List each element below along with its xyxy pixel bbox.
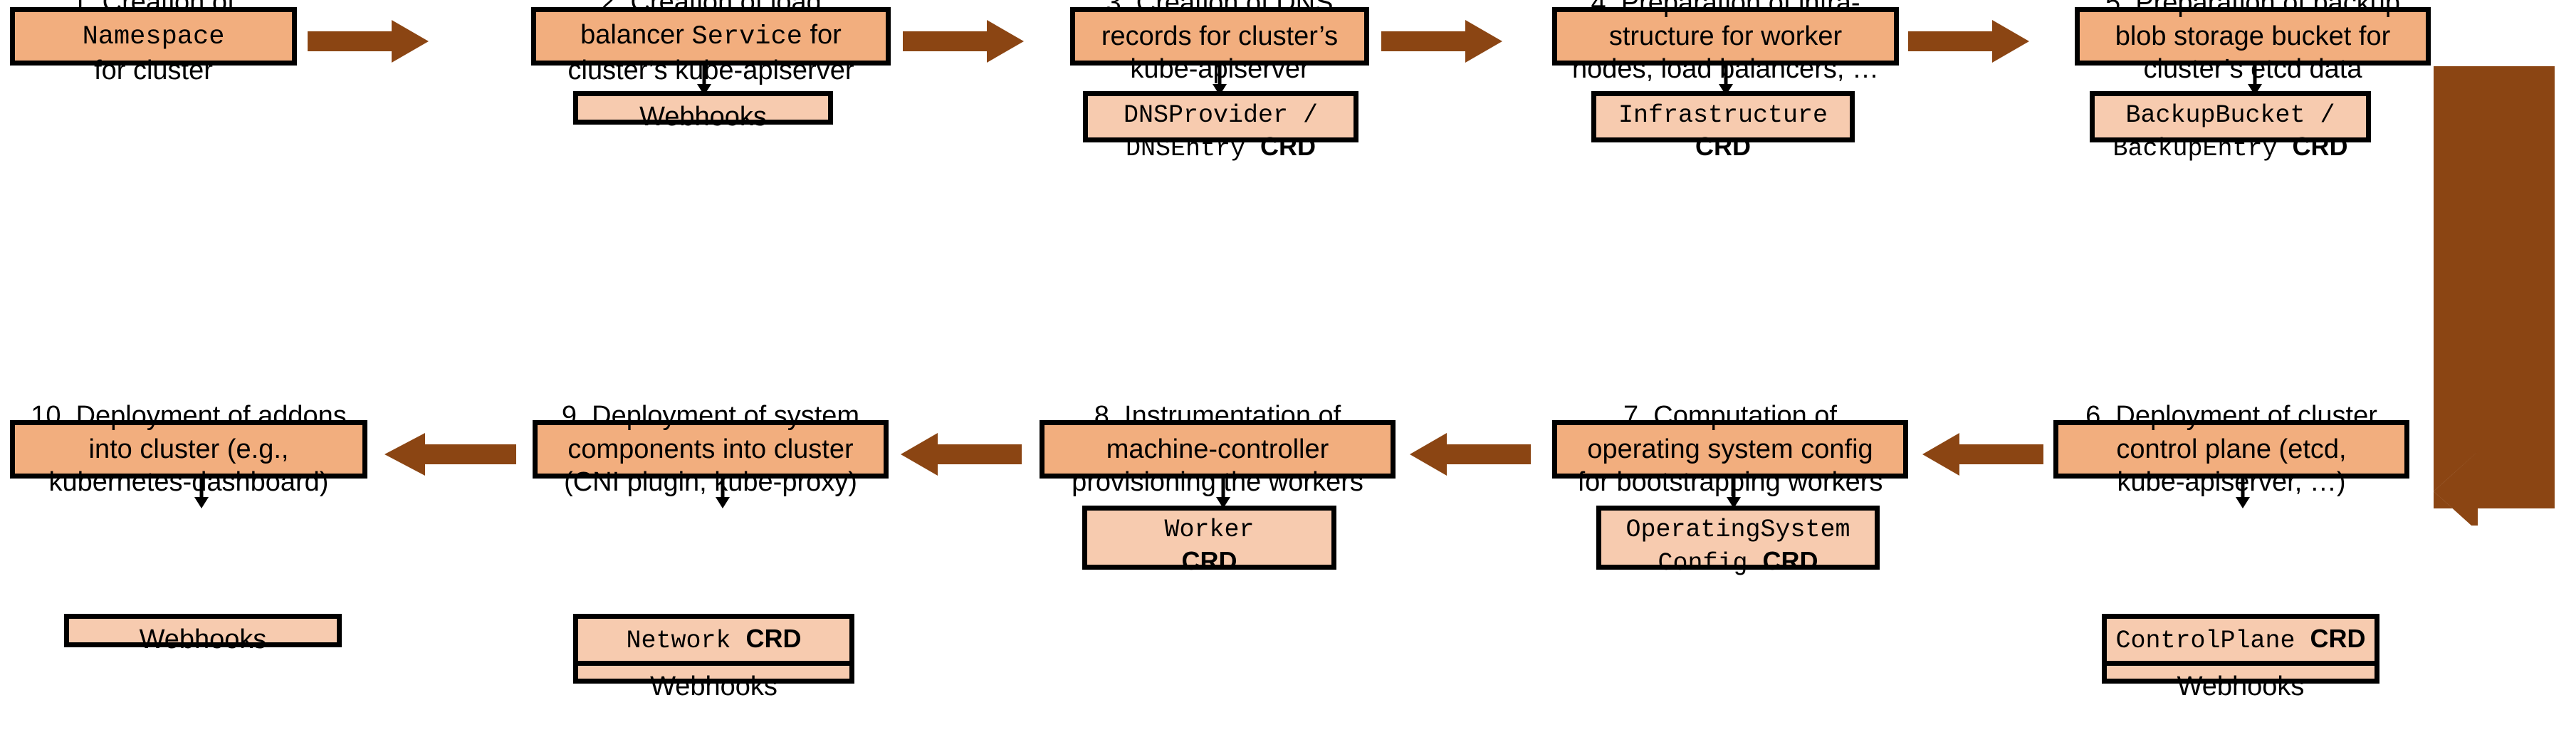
arrow-right-icon-3-to-4 xyxy=(1381,20,1502,63)
connector-step-9-to-crd xyxy=(712,479,733,508)
artifact-backup-crd-suffix: CRD xyxy=(2292,131,2348,161)
artifact-infrastructure-line-1: Infrastructure xyxy=(1618,101,1828,130)
connector-step-5-to-crd xyxy=(2244,66,2266,95)
artifact-osc-line-1: OperatingSystem xyxy=(1625,516,1850,544)
artifact-backup-crd-label: BackupBucket / BackupEntry CRD xyxy=(2112,100,2347,164)
step-2-line-2a: balancer xyxy=(580,20,692,51)
connector-step-7-to-crd xyxy=(1723,479,1744,508)
artifact-row-network-crd: Network CRD xyxy=(578,619,849,661)
connector-step-8-to-crd xyxy=(1213,479,1234,508)
artifact-webhooks-10-label: Webhooks xyxy=(139,625,267,654)
arrow-right-icon-4-to-5 xyxy=(1908,20,2029,63)
artifact-row-webhooks: Webhooks xyxy=(578,96,828,137)
artifact-network-crd-label: Network CRD xyxy=(626,623,801,657)
step-10-text: 10. Deployment of addons into cluster (e… xyxy=(31,401,347,498)
artifact-network-webhooks-label: Webhooks xyxy=(650,671,777,701)
artifact-infrastructure-crd-suffix: CRD xyxy=(1695,131,1751,161)
artifact-row-backup-crd: BackupBucket / BackupEntry CRD xyxy=(2095,96,2366,168)
connector-step-10-to-webhooks xyxy=(191,479,212,508)
artifact-dns-crd-label: DNSProvider / DNSEntry CRD xyxy=(1124,100,1318,164)
connector-step-3-to-crd xyxy=(1209,66,1230,95)
step-9-text: 9. Deployment of system components into … xyxy=(561,401,860,498)
artifact-controlplane-crd-label: ControlPlane CRD xyxy=(2115,623,2365,657)
step-box-6[interactable]: 6. Deployment of cluster control plane (… xyxy=(2053,401,2409,497)
step-box-3[interactable]: 3. Creation of DNS records for cluster’s… xyxy=(1070,0,1369,84)
arrow-elbow-icon-5-to-6 xyxy=(2434,27,2576,526)
artifact-osc-crd-suffix: CRD xyxy=(1762,545,1818,575)
step-box-8[interactable]: 8. Instrumentation of machine-controller… xyxy=(1040,401,1396,497)
artifact-box-dns-crd[interactable]: DNSProvider / DNSEntry CRD xyxy=(1083,91,1358,163)
artifact-network-crd-suffix: CRD xyxy=(745,624,802,653)
artifact-webhooks-label: Webhooks xyxy=(639,102,767,132)
artifact-network-line-1a: Network xyxy=(626,627,746,655)
artifact-dns-crd-line-2a: DNSEntry xyxy=(1125,134,1260,163)
artifact-backup-line-2a: BackupEntry xyxy=(2112,134,2293,163)
artifact-worker-line-1: Worker xyxy=(1164,516,1255,544)
artifact-row-controlplane-crd: ControlPlane CRD xyxy=(2107,619,2375,661)
step-box-7[interactable]: 7. Computation of operating system confi… xyxy=(1552,401,1908,497)
arrow-left-icon-8-to-9 xyxy=(901,433,1022,476)
step-box-9[interactable]: 9. Deployment of system components into … xyxy=(533,401,889,497)
step-1-line-1: 1. Creation of xyxy=(72,0,235,18)
step-2-line-1: 2. Creation of load xyxy=(600,0,822,18)
step-2-line-2b: Service xyxy=(691,22,802,53)
arrow-right-icon-2-to-3 xyxy=(903,20,1024,63)
artifact-box-network[interactable]: Network CRD Webhooks xyxy=(573,614,854,701)
artifact-box-webhooks-2[interactable]: Webhooks xyxy=(573,91,833,132)
arrow-left-icon-9-to-10 xyxy=(384,433,516,476)
artifact-backup-line-1: BackupBucket / xyxy=(2125,101,2335,130)
artifact-controlplane-crd-suffix: CRD xyxy=(2310,624,2366,653)
arrow-left-icon-6-to-7 xyxy=(1922,433,2043,476)
step-4-text: 4. Preparation of infra- structure for w… xyxy=(1572,0,1879,85)
step-8-text: 8. Instrumentation of machine-controller… xyxy=(1072,401,1363,498)
artifact-dns-crd-suffix: CRD xyxy=(1260,131,1316,161)
artifact-row-dns-crd: DNSProvider / DNSEntry CRD xyxy=(1088,96,1354,168)
artifact-controlplane-line-1a: ControlPlane xyxy=(2115,627,2310,655)
artifact-controlplane-webhooks-label: Webhooks xyxy=(2177,671,2305,701)
artifact-box-webhooks-10[interactable]: Webhooks xyxy=(64,614,342,654)
step-6-text: 6. Deployment of cluster control plane (… xyxy=(2085,401,2377,498)
arrow-right-icon-1-to-2 xyxy=(308,20,429,63)
artifact-box-backup-crd[interactable]: BackupBucket / BackupEntry CRD xyxy=(2090,91,2371,163)
step-7-text: 7. Computation of operating system confi… xyxy=(1577,401,1883,498)
artifact-dns-crd-line-1: DNSProvider / xyxy=(1123,101,1319,130)
step-box-5[interactable]: 5. Preparation of backup blob storage bu… xyxy=(2075,0,2431,84)
step-3-text: 3. Creation of DNS records for cluster’s… xyxy=(1101,0,1339,85)
arrow-left-icon-7-to-8 xyxy=(1410,433,1531,476)
step-1-line-3: for cluster xyxy=(94,55,213,85)
connector-step-4-to-crd xyxy=(1715,66,1737,95)
artifact-osc-line-2a: Config xyxy=(1658,548,1763,578)
step-1-line-2: Namespace xyxy=(82,22,225,53)
step-5-text: 5. Preparation of backup blob storage bu… xyxy=(2105,0,2401,85)
step-2-line-2c: for xyxy=(802,20,842,51)
connector-step-2-to-webhooks xyxy=(693,66,715,95)
step-box-10[interactable]: 10. Deployment of addons into cluster (e… xyxy=(10,401,367,497)
connector-step-6-to-crd xyxy=(2232,479,2253,508)
step-box-4[interactable]: 4. Preparation of infra- structure for w… xyxy=(1552,0,1899,84)
artifact-worker-crd-suffix: CRD xyxy=(1181,545,1237,575)
artifact-row-webhooks-10: Webhooks xyxy=(69,619,337,660)
artifact-box-controlplane[interactable]: ControlPlane CRD Webhooks xyxy=(2102,614,2379,701)
artifact-row-controlplane-webhooks: Webhooks xyxy=(2107,660,2375,707)
artifact-row-network-webhooks: Webhooks xyxy=(578,660,849,707)
